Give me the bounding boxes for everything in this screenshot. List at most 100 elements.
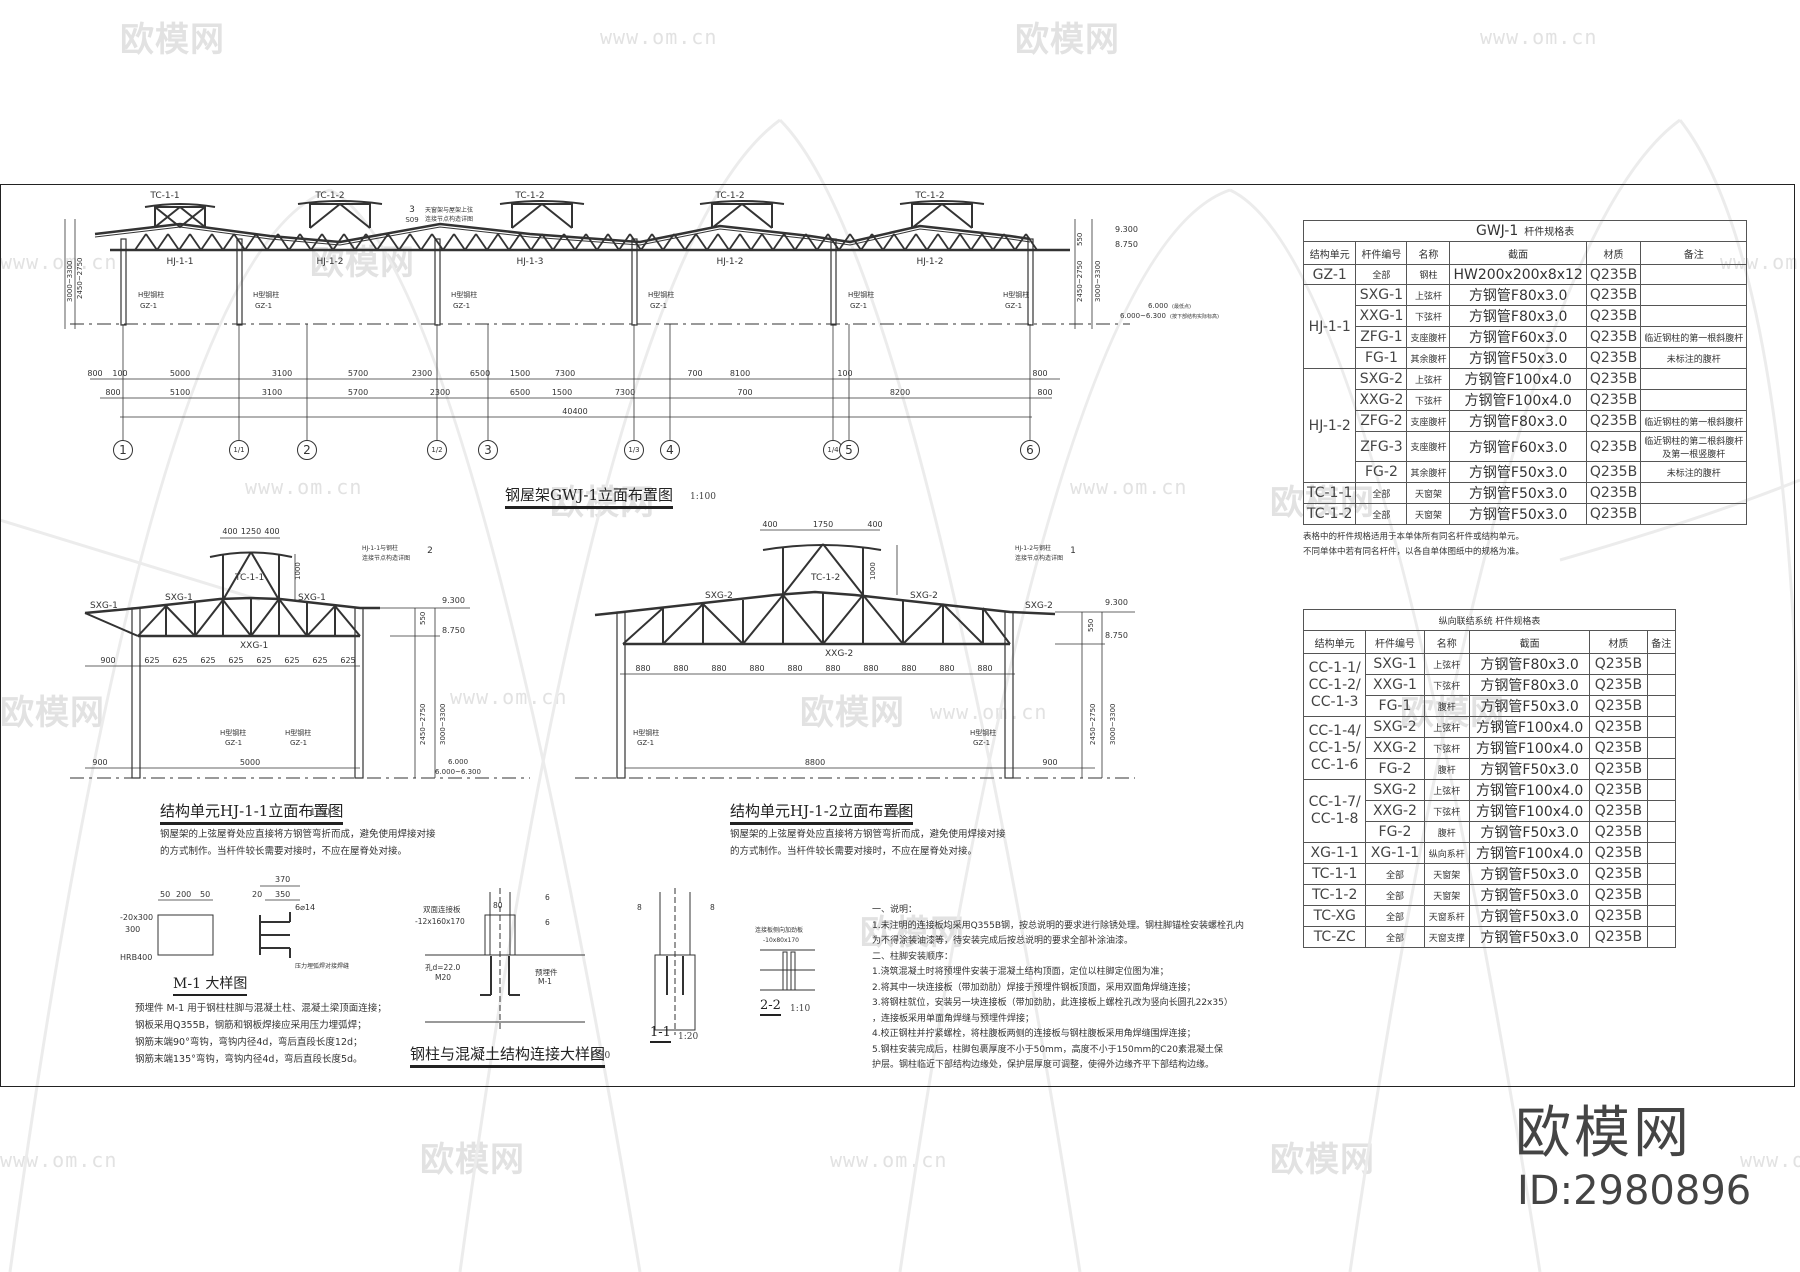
name-cell: 支座腹杆 — [1406, 431, 1451, 462]
section-cell: 方钢管F80x3.0 — [1468, 674, 1591, 696]
material-cell: Q235B — [1585, 305, 1642, 327]
table-header: 备注 — [1646, 630, 1677, 654]
dimension: 1500 — [552, 388, 572, 397]
material-cell: Q235B — [1585, 368, 1642, 390]
dimension: 7300 — [615, 388, 635, 397]
table-header: 截面 — [1449, 241, 1587, 265]
drawing-label: 6.000~6.300 — [1120, 312, 1166, 320]
skylight-label: TC-1-2 — [714, 191, 744, 201]
note-cell — [1640, 305, 1748, 327]
dimension: 880 — [863, 664, 878, 673]
section-cell: 方钢管F50x3.0 — [1449, 461, 1587, 483]
section-cell: 方钢管F100x4.0 — [1449, 389, 1587, 411]
material-cell: Q235B — [1589, 737, 1648, 759]
svg-text:80: 80 — [493, 901, 503, 910]
svg-text:370: 370 — [275, 875, 290, 884]
name-cell: 天窗支撑 — [1423, 926, 1470, 948]
m1-note-line: 钢筋末端135°弯钩，弯钩内径4d，弯后直段长度5d。 — [135, 1054, 363, 1065]
dimension: 800 — [87, 369, 102, 378]
column-label: H型钢柱 — [848, 290, 874, 299]
name-cell: 下弦杆 — [1423, 800, 1470, 822]
note-cell — [1646, 821, 1677, 843]
drawing-label: 6.000 — [1148, 302, 1168, 310]
dimension: 5100 — [170, 388, 190, 397]
drawing-label: GZ-1 — [290, 739, 307, 747]
section-cell: 方钢管F80x3.0 — [1449, 305, 1587, 327]
section-cell: 方钢管F60x3.0 — [1449, 326, 1587, 348]
svg-text:6: 6 — [545, 918, 550, 927]
note-cell: 未标注的腹杆 — [1640, 461, 1748, 483]
section-cell: 方钢管F100x4.0 — [1468, 737, 1591, 759]
skylight-label: TC-1-2 — [514, 191, 544, 201]
svg-text:300: 300 — [125, 925, 140, 934]
watermark-logo: 欧模网 — [420, 1140, 525, 1180]
note-cell: 临近钢柱的第一根斜腹杆 — [1640, 326, 1748, 348]
unit-text: CC-1-5/ — [1308, 739, 1361, 756]
section-11-title: 1-1 — [650, 1025, 671, 1043]
name-cell: 其余腹杆 — [1406, 461, 1451, 483]
drawing-label: 1250 — [241, 527, 261, 536]
table-header: 结构单元 — [1302, 241, 1357, 265]
dimension: 625 — [256, 656, 271, 665]
unit-cell: TC-ZC — [1302, 926, 1367, 948]
main-elevation-title: 钢屋架GWJ-1立面布置图 — [505, 484, 674, 509]
drawing-label: 400 — [762, 520, 777, 529]
dimension: 625 — [340, 656, 355, 665]
name-cell: 天窗架 — [1423, 863, 1470, 885]
dimension: 6500 — [510, 388, 530, 397]
section-cell: 方钢管F50x3.0 — [1468, 926, 1591, 948]
material-cell: Q235B — [1585, 347, 1642, 369]
drawing-label: 2 — [427, 546, 433, 556]
section-22-title: 2-2 — [760, 998, 781, 1016]
column-label: H型钢柱 — [648, 290, 674, 299]
dimension: 8200 — [890, 388, 910, 397]
drawing-label: 1750 — [813, 520, 833, 529]
unit-cell: CC-1-1/CC-1-2/CC-1-3 — [1302, 653, 1367, 717]
svg-text:6: 6 — [545, 893, 550, 902]
watermark-url: www.om.cn — [930, 700, 1048, 724]
drawing-label: 3000~3300 — [439, 704, 447, 746]
dimension: 700 — [687, 369, 702, 378]
drawing-label: 8.750 — [1105, 631, 1128, 640]
name-cell: 上弦杆 — [1423, 779, 1470, 801]
name-cell: 钢柱 — [1406, 264, 1451, 285]
general-note-line: 4.校正钢柱并拧紧螺栓，将柱腹板两侧的连接板与钢柱腹板采用角焊缝围焊连接； — [872, 1029, 1196, 1039]
drawing-label: 2450~2750 — [419, 704, 427, 746]
svg-text:8: 8 — [710, 903, 715, 912]
svg-text:20: 20 — [252, 890, 262, 899]
name-cell: 天窗架 — [1423, 884, 1470, 906]
code-cell: XXG-1 — [1355, 305, 1408, 327]
table-title-text: 杆件规格表 — [1524, 227, 1575, 238]
dimension: 800 — [105, 388, 120, 397]
table-header: 备注 — [1640, 241, 1748, 265]
material-cell: Q235B — [1589, 821, 1648, 843]
code-cell: XXG-1 — [1365, 674, 1425, 696]
code-cell: 全部 — [1355, 503, 1408, 525]
material-cell: Q235B — [1589, 674, 1648, 696]
truss-label: HJ-1-3 — [516, 257, 543, 267]
name-cell: 腹杆 — [1423, 821, 1470, 843]
dimension: 625 — [228, 656, 243, 665]
unit-text: CC-1-6 — [1310, 756, 1359, 773]
note-cell — [1646, 884, 1677, 906]
axis-bubble: 1/1 — [229, 440, 249, 460]
drawing-label: 3000~3300 — [66, 261, 74, 303]
section-cell: 方钢管F100x4.0 — [1468, 779, 1591, 801]
unit-text: CC-1-1/ — [1308, 659, 1361, 676]
dimension: 880 — [901, 664, 916, 673]
material-cell: Q235B — [1589, 884, 1648, 906]
name-cell: 其余腹杆 — [1406, 347, 1451, 369]
drawing-label: H型钢柱 — [285, 728, 311, 737]
note-cell: 临近钢柱的第一根斜腹杆 — [1640, 410, 1748, 432]
